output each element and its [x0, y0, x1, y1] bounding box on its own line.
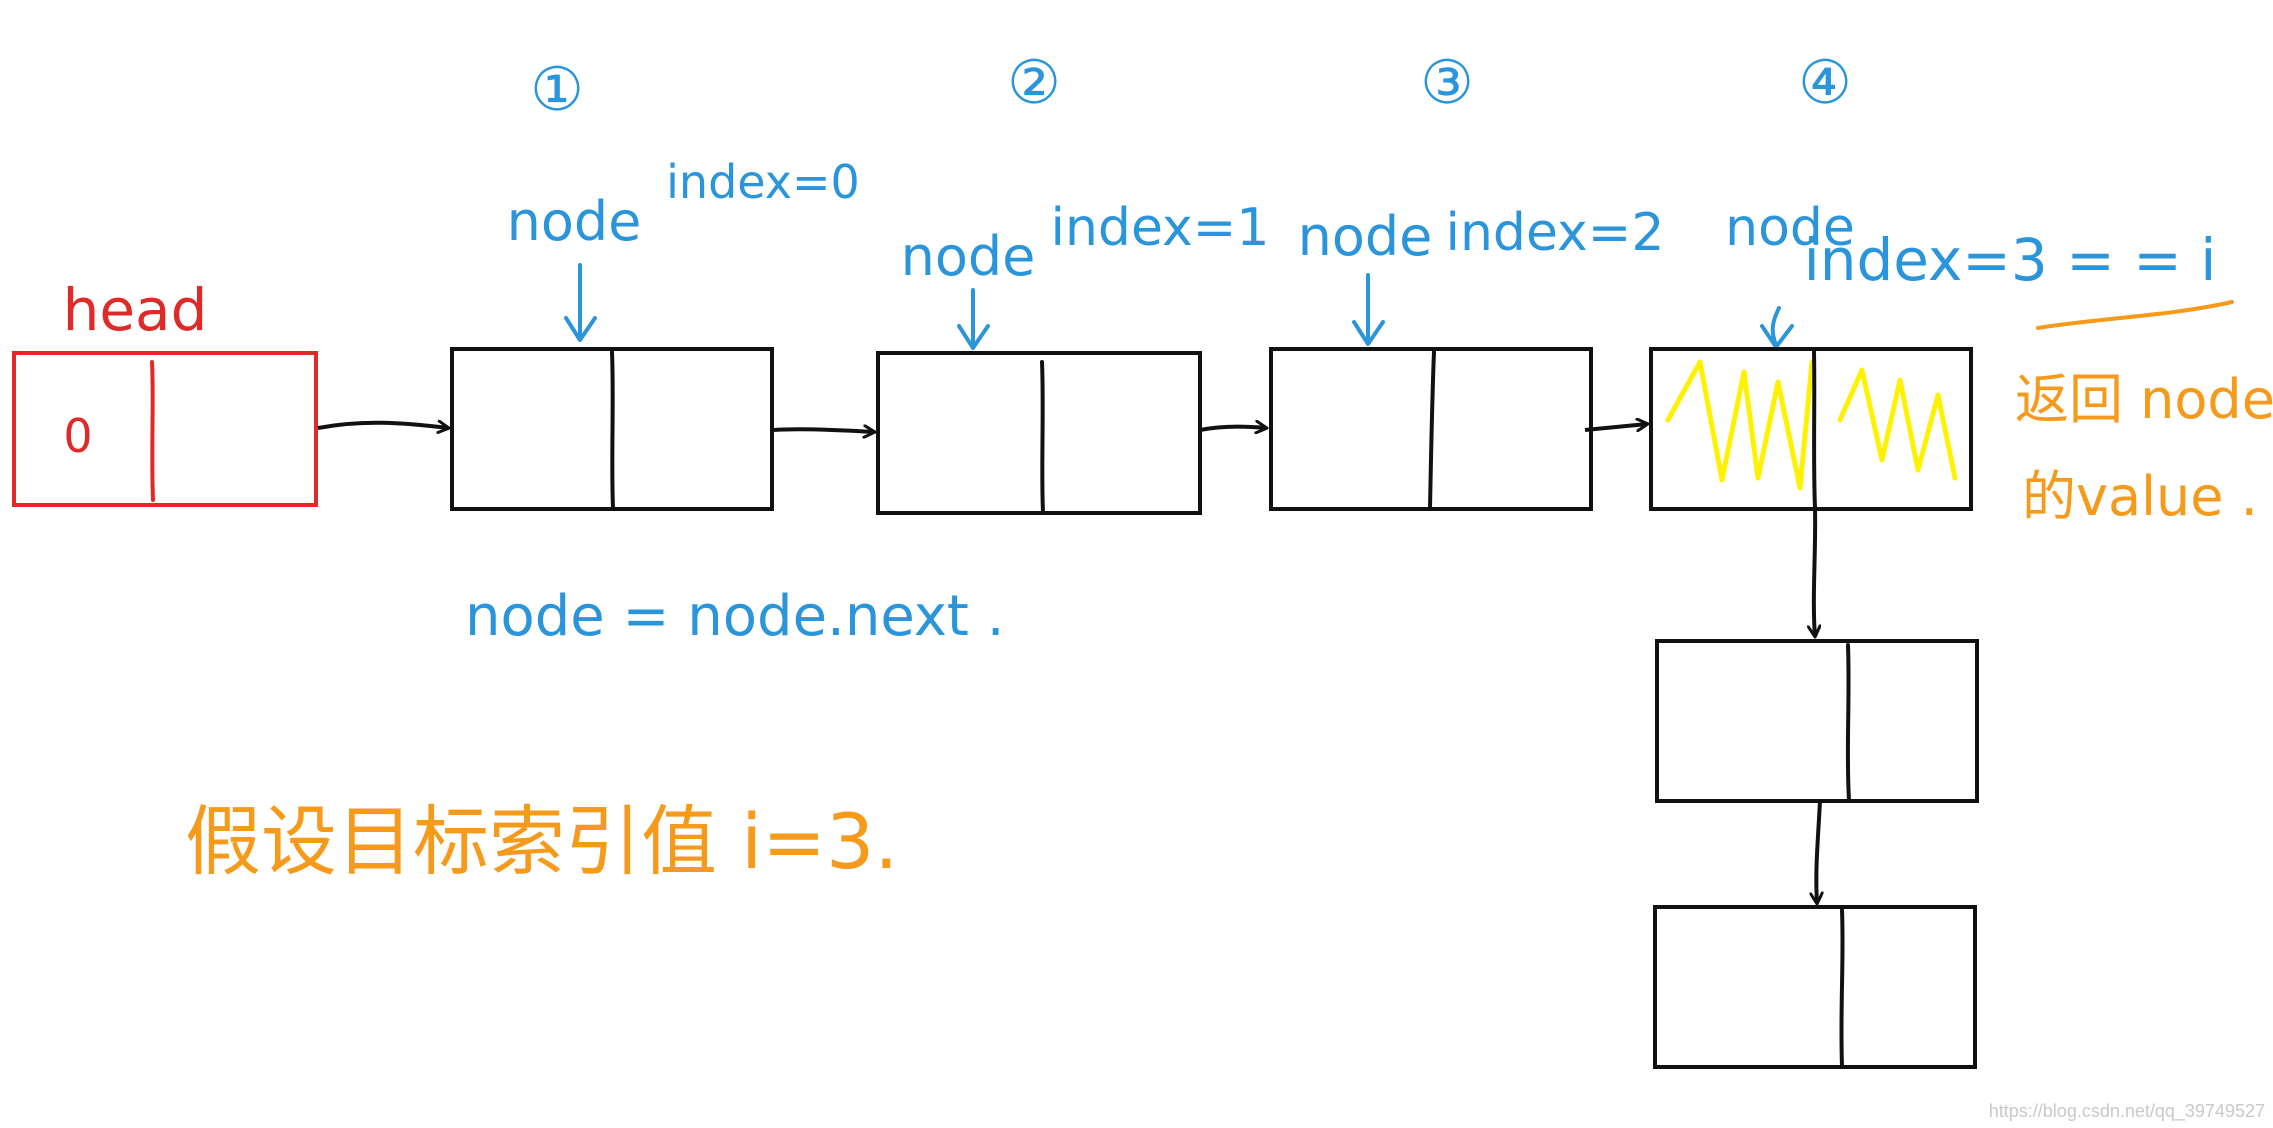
node-2-box	[876, 351, 1202, 515]
list-node-1: ① node index=0	[450, 55, 860, 511]
node-3-index-label: index=2	[1446, 203, 1665, 263]
node-1-marker: ①	[530, 55, 584, 125]
node-4-divider	[1812, 350, 1817, 510]
list-node-6	[1653, 905, 1977, 1069]
node-6-box	[1653, 905, 1977, 1069]
node-4-box	[1649, 347, 1973, 511]
head-node: head 0	[12, 276, 318, 507]
list-node-3: ③ node index=2	[1269, 48, 1665, 511]
next-arrow-4-to-5	[1814, 508, 1815, 636]
node-6-divider	[1839, 908, 1845, 1068]
head-value: 0	[63, 409, 92, 463]
node-4-pointer-arrow	[1760, 306, 1794, 349]
node-1-divider	[610, 350, 615, 510]
next-arrow-3-to-4	[1584, 424, 1647, 432]
head-divider	[150, 360, 155, 502]
next-arrows	[317, 423, 1820, 903]
watermark: https://blog.csdn.net/qq_39749527	[1989, 1101, 2265, 1122]
node-1-pointer-arrow	[564, 263, 597, 342]
index-underline	[2036, 300, 2234, 330]
node-3-pointer-arrow	[1352, 273, 1385, 346]
list-node-4: ④ node index=3 = = i	[1649, 48, 2234, 511]
node-2-pointer-arrow	[957, 288, 990, 350]
return-note: 返回 node 的value .	[2015, 368, 2273, 528]
node-2-index-label: index=1	[1051, 198, 1270, 258]
node-4-marker: ④	[1798, 48, 1852, 118]
node-4-index-label: index=3 = = i	[1804, 226, 2217, 294]
node-4-highlight-scribble	[1665, 359, 1958, 491]
list-node-5	[1655, 639, 1979, 803]
node-2-divider	[1040, 360, 1045, 514]
return-note-line-2: 的value .	[2022, 465, 2258, 528]
assumption-note: 假设目标索引值 i=3.	[185, 797, 898, 886]
next-arrow-head-to-1	[317, 423, 448, 428]
node-2-pointer-label: node	[901, 225, 1036, 288]
node-4-pointer-label: node	[1725, 198, 1855, 258]
node-2-marker: ②	[1007, 48, 1061, 118]
list-node-2: ② node index=1	[876, 48, 1270, 515]
next-arrow-5-to-6	[1816, 800, 1820, 903]
head-label: head	[63, 276, 208, 344]
node-1-index-label: index=0	[666, 155, 860, 209]
next-arrow-1-to-2	[773, 429, 874, 432]
node-1-pointer-label: node	[507, 190, 642, 253]
next-arrow-2-to-3	[1199, 427, 1266, 430]
node-5-box	[1655, 639, 1979, 803]
node-3-divider	[1428, 350, 1436, 510]
node-5-divider	[1845, 643, 1851, 802]
head-box	[12, 351, 318, 507]
step-note: node = node.next .	[465, 584, 1005, 649]
node-3-marker: ③	[1420, 48, 1474, 118]
node-3-pointer-label: node	[1298, 205, 1433, 268]
return-note-line-1: 返回 node	[2015, 368, 2273, 431]
